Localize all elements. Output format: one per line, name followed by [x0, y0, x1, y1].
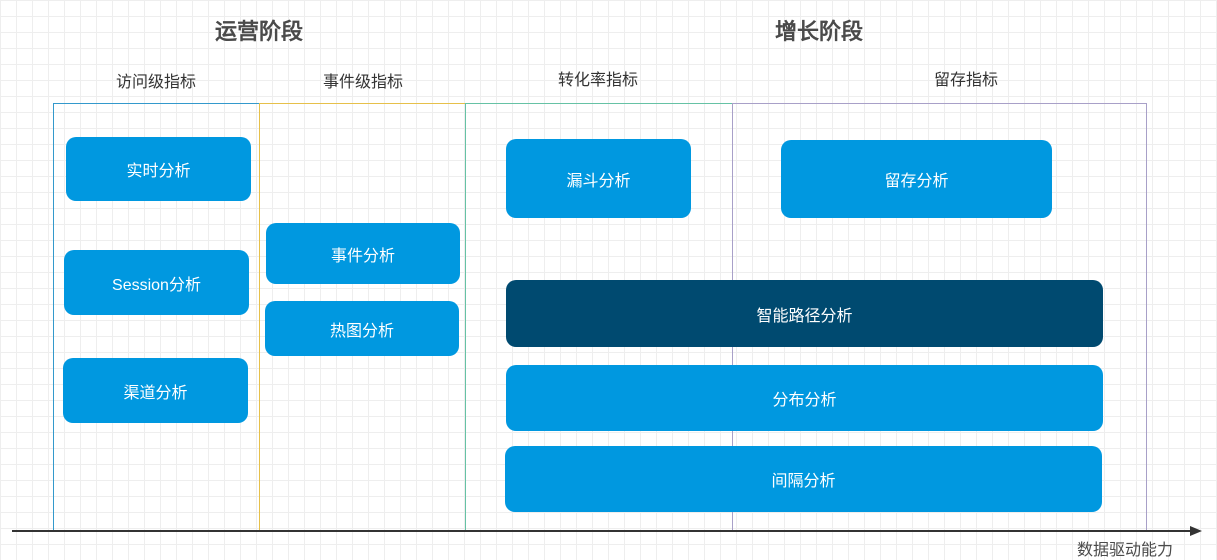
card-smart-path-analysis[interactable]: 智能路径分析	[506, 280, 1103, 347]
column-title-visit: 访问级指标	[115, 74, 197, 91]
card-funnel-analysis[interactable]: 漏斗分析	[506, 139, 691, 218]
x-axis-label: 数据驱动能力	[1077, 542, 1174, 559]
card-realtime-analysis[interactable]: 实时分析	[66, 137, 251, 201]
x-axis-arrow-icon	[1190, 526, 1202, 536]
stage-title-operation: 运营阶段	[214, 19, 304, 44]
x-axis-line	[12, 530, 1192, 532]
card-heatmap-analysis[interactable]: 热图分析	[265, 301, 459, 356]
card-session-analysis[interactable]: Session分析	[64, 250, 249, 315]
column-title-conversion: 转化率指标	[557, 72, 639, 89]
card-interval-analysis[interactable]: 间隔分析	[505, 446, 1102, 512]
card-event-analysis[interactable]: 事件分析	[266, 223, 460, 284]
stage-title-growth: 增长阶段	[774, 19, 864, 44]
card-retention-analysis[interactable]: 留存分析	[781, 140, 1052, 218]
card-channel-analysis[interactable]: 渠道分析	[63, 358, 248, 423]
column-title-event: 事件级指标	[322, 74, 404, 91]
card-distribution-analysis[interactable]: 分布分析	[506, 365, 1103, 431]
column-title-retention: 留存指标	[933, 72, 999, 89]
